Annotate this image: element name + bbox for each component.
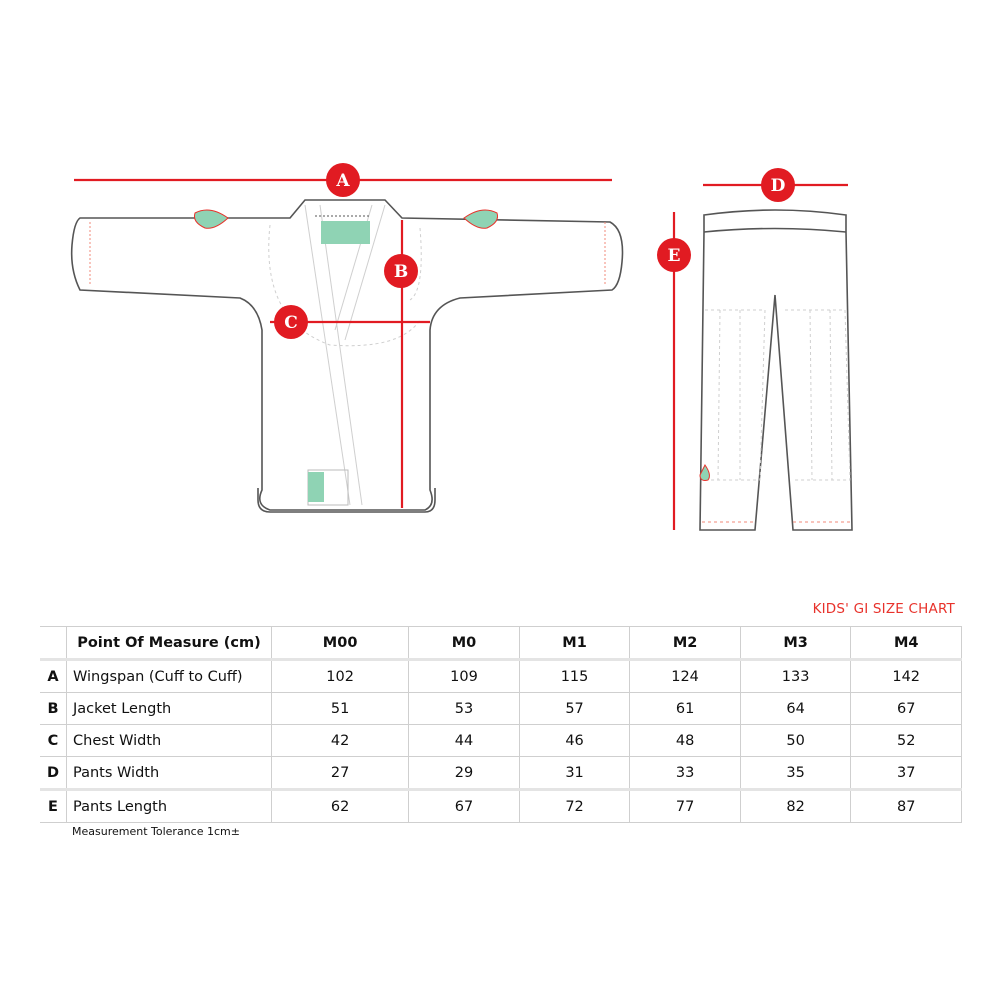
- size-header: M00: [270, 626, 410, 661]
- size-chart-title: KIDS' GI SIZE CHART: [812, 601, 955, 617]
- row-letter: C: [40, 724, 67, 757]
- measure-value: 52: [850, 724, 962, 757]
- svg-text:A: A: [335, 171, 350, 191]
- marker-a: A: [326, 163, 360, 197]
- measure-value: 33: [629, 756, 741, 790]
- measure-value: 115: [518, 659, 631, 693]
- measure-value: 50: [739, 724, 852, 757]
- shoulder-patch-icon: [463, 209, 498, 229]
- measure-value: 72: [518, 788, 631, 823]
- marker-b: B: [384, 254, 418, 288]
- measure-value: 102: [270, 659, 410, 693]
- table-header-row: Point Of Measure (cm) M00 M0 M1 M2 M3 M4: [40, 626, 962, 661]
- measure-name: Pants Length: [66, 788, 272, 823]
- pants-drawing: [699, 209, 853, 531]
- measure-value: 46: [518, 724, 631, 757]
- measure-name: Chest Width: [66, 724, 272, 757]
- measure-value: 109: [408, 659, 520, 693]
- marker-e: E: [657, 238, 691, 272]
- jacket-label-badge: [321, 221, 370, 244]
- measure-value: 48: [629, 724, 741, 757]
- measure-value: 29: [408, 756, 520, 790]
- row-letter: D: [40, 756, 67, 790]
- measure-value: 62: [270, 788, 410, 823]
- measure-value: 51: [270, 692, 410, 725]
- pants-patch-icon: [699, 464, 710, 481]
- belt-patch: [308, 472, 324, 502]
- point-of-measure-header: Point Of Measure (cm): [66, 626, 272, 661]
- measure-name: Pants Width: [66, 756, 272, 790]
- measure-value: 31: [518, 756, 631, 790]
- measure-value: 124: [629, 659, 741, 693]
- row-letter: A: [40, 659, 67, 693]
- measure-value: 87: [850, 788, 962, 823]
- measure-value: 42: [270, 724, 410, 757]
- measure-value: 57: [518, 692, 631, 725]
- measure-value: 67: [408, 788, 520, 823]
- svg-text:D: D: [771, 176, 786, 196]
- measure-name: Jacket Length: [66, 692, 272, 725]
- shoulder-patch-icon: [194, 209, 229, 229]
- svg-text:E: E: [668, 246, 681, 266]
- measure-value: 64: [739, 692, 852, 725]
- svg-text:C: C: [284, 313, 298, 333]
- measure-value: 37: [850, 756, 962, 790]
- measure-value: 53: [408, 692, 520, 725]
- size-table: Point Of Measure (cm) M00 M0 M1 M2 M3 M4…: [40, 626, 962, 823]
- size-header: M1: [518, 626, 631, 661]
- measure-value: 77: [629, 788, 741, 823]
- row-letter: E: [40, 788, 67, 823]
- marker-d: D: [761, 168, 795, 202]
- size-header: M2: [629, 626, 741, 661]
- marker-c: C: [274, 305, 308, 339]
- pants-details: [702, 309, 851, 523]
- measure-value: 61: [629, 692, 741, 725]
- size-header: M0: [408, 626, 520, 661]
- measure-value: 35: [739, 756, 852, 790]
- jacket-drawing: [70, 199, 624, 513]
- svg-text:B: B: [394, 262, 408, 282]
- measure-name: Wingspan (Cuff to Cuff): [66, 659, 272, 693]
- row-letter: B: [40, 692, 67, 725]
- measure-value: 133: [739, 659, 852, 693]
- size-header: M3: [739, 626, 852, 661]
- measure-value: 27: [270, 756, 410, 790]
- gi-measurement-diagram: A B C D E: [70, 163, 853, 531]
- size-header: M4: [850, 626, 962, 661]
- tolerance-note: Measurement Tolerance 1cm±: [72, 825, 240, 838]
- measure-value: 82: [739, 788, 852, 823]
- measure-value: 44: [408, 724, 520, 757]
- measure-value: 67: [850, 692, 962, 725]
- letter-header: [40, 626, 67, 661]
- measure-value: 142: [850, 659, 962, 693]
